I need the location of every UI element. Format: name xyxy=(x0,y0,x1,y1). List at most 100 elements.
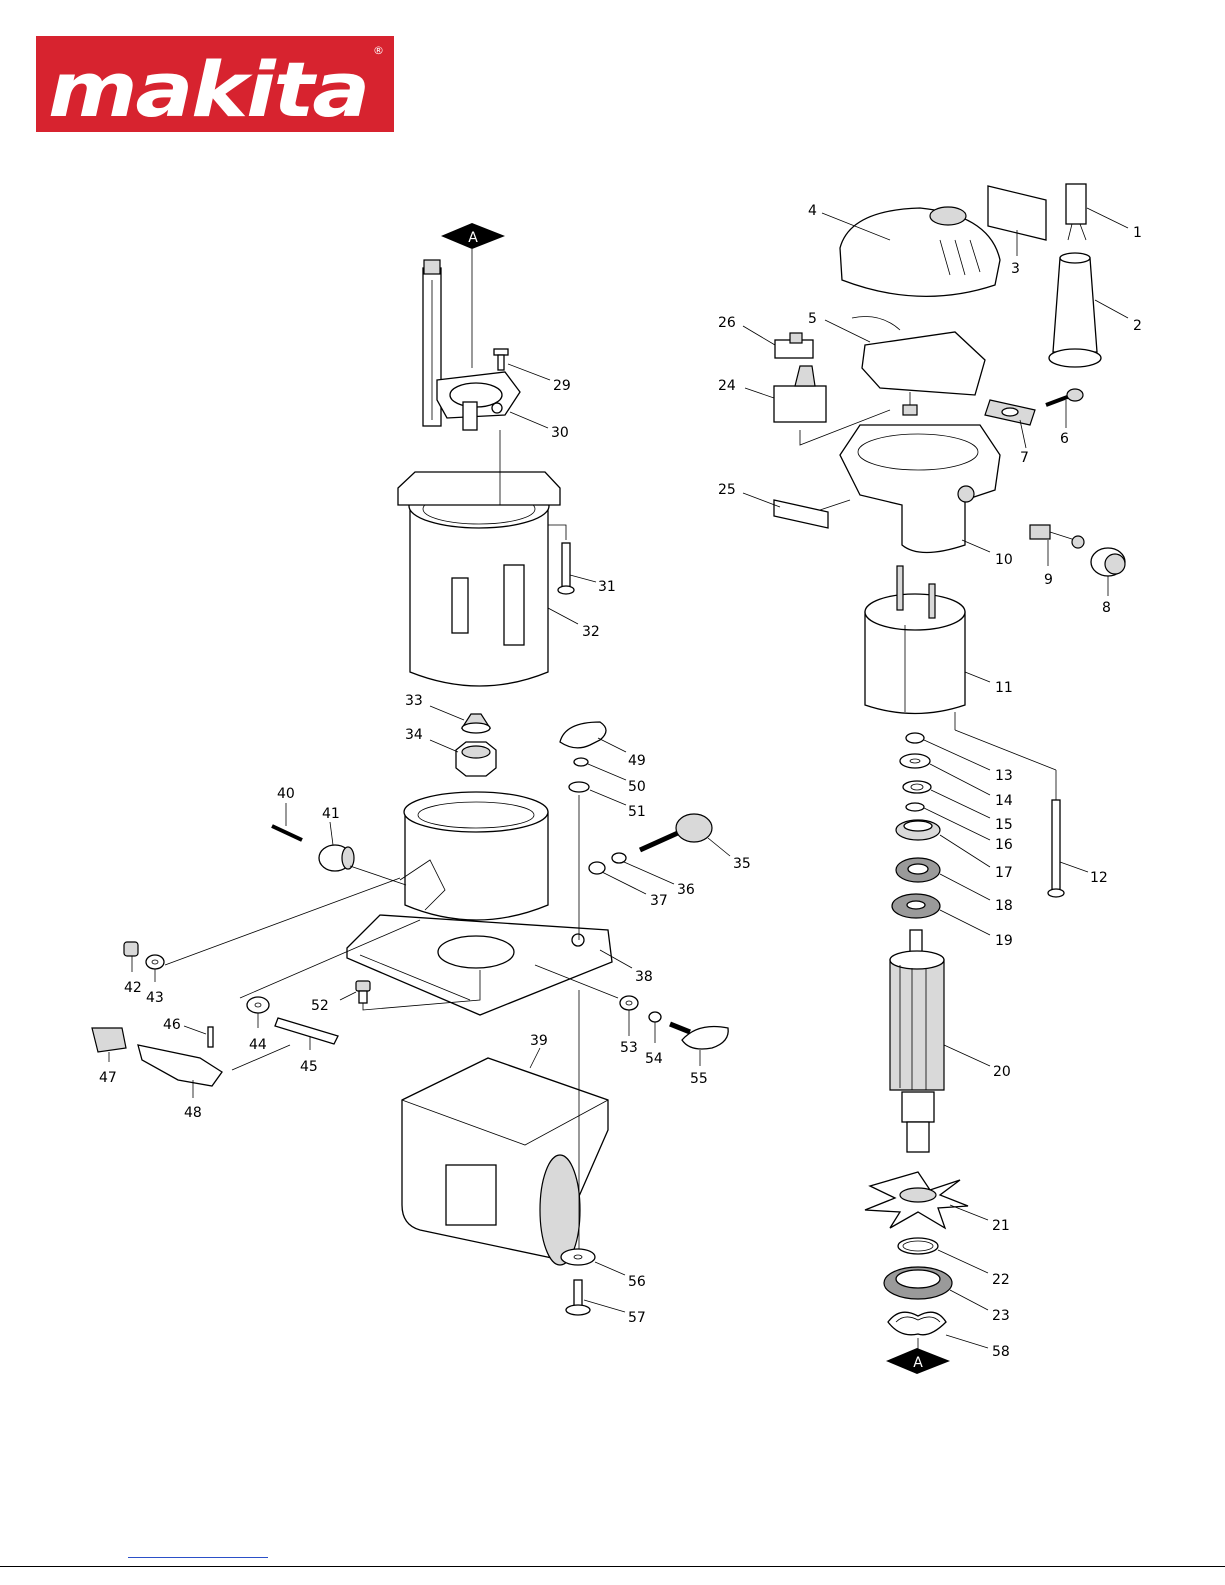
label-55: 55 xyxy=(690,1071,708,1087)
part-48-lever xyxy=(138,1045,222,1086)
part-44-washer xyxy=(247,997,269,1013)
label-36: 36 xyxy=(677,882,695,898)
part-53-washer xyxy=(620,996,638,1010)
label-18: 18 xyxy=(995,898,1013,914)
part-47-cap xyxy=(92,1028,126,1052)
part-38-base xyxy=(347,792,612,1015)
label-53: 53 xyxy=(620,1040,638,1056)
part-7-plate xyxy=(985,400,1035,425)
part-55-wing-bolt xyxy=(670,1024,728,1049)
marker-a-bottom: A xyxy=(886,1348,950,1374)
part-58-rubber-ring xyxy=(888,1312,946,1335)
part-35-knob xyxy=(640,814,712,850)
label-14: 14 xyxy=(995,793,1013,809)
part-31-screw xyxy=(548,510,574,594)
label-19: 19 xyxy=(995,933,1013,949)
label-57: 57 xyxy=(628,1310,646,1326)
part-43-washer xyxy=(146,955,164,969)
label-56: 56 xyxy=(628,1274,646,1290)
label-5: 5 xyxy=(808,311,817,327)
label-30: 30 xyxy=(551,425,569,441)
part-29-screw xyxy=(494,349,508,370)
label-16: 16 xyxy=(995,837,1013,853)
label-44: 44 xyxy=(249,1037,267,1053)
marker-a-bottom-label: A xyxy=(913,1355,923,1371)
label-40: 40 xyxy=(277,786,295,802)
label-54: 54 xyxy=(645,1051,663,1067)
label-52: 52 xyxy=(311,998,329,1014)
label-29: 29 xyxy=(553,378,571,394)
small-washers xyxy=(569,758,626,940)
part-25-label xyxy=(774,500,828,528)
part-10-housing xyxy=(820,425,1000,553)
part-57-screw xyxy=(566,1280,590,1315)
label-38: 38 xyxy=(635,969,653,985)
part-45-shaft xyxy=(275,1018,338,1044)
label-33: 33 xyxy=(405,693,423,709)
label-23: 23 xyxy=(992,1308,1010,1324)
part-9-carbon-brush xyxy=(1030,525,1084,548)
label-24: 24 xyxy=(718,378,736,394)
part-41-sleeve xyxy=(319,845,354,871)
part-54-nut xyxy=(649,1012,661,1022)
part-40-pin xyxy=(272,826,302,840)
label-39: 39 xyxy=(530,1033,548,1049)
label-45: 45 xyxy=(300,1059,318,1075)
part-21-fan xyxy=(865,1172,968,1228)
label-13: 13 xyxy=(995,768,1013,784)
label-20: 20 xyxy=(993,1064,1011,1080)
label-49: 49 xyxy=(628,753,646,769)
part-2-strain-relief xyxy=(1049,253,1101,367)
part-26-terminal xyxy=(775,333,813,358)
part-49-wing-knob xyxy=(560,722,606,748)
footer-link-underline[interactable] xyxy=(128,1557,268,1558)
label-3: 3 xyxy=(1011,261,1020,277)
part-8-brush-cap xyxy=(1091,548,1125,576)
label-43: 43 xyxy=(146,990,164,1006)
label-21: 21 xyxy=(992,1218,1010,1234)
marker-a-top-label: A xyxy=(468,230,478,246)
footer-rule xyxy=(0,1566,1225,1567)
part-42-nut xyxy=(124,942,138,956)
label-48: 48 xyxy=(184,1105,202,1121)
label-41: 41 xyxy=(322,806,340,822)
part-23-bearing xyxy=(884,1267,952,1299)
label-26: 26 xyxy=(718,315,736,331)
part-32-motor-housing xyxy=(398,430,560,686)
label-11: 11 xyxy=(995,680,1013,696)
label-47: 47 xyxy=(99,1070,117,1086)
label-46: 46 xyxy=(163,1017,181,1033)
label-35: 35 xyxy=(733,856,751,872)
part-46-pin xyxy=(208,1027,213,1047)
label-42: 42 xyxy=(124,980,142,996)
part-20-armature xyxy=(890,930,944,1152)
label-58: 58 xyxy=(992,1344,1010,1360)
marker-a-top: A xyxy=(441,223,505,368)
part-6-screw xyxy=(1046,389,1083,405)
label-1: 1 xyxy=(1133,225,1142,241)
label-31: 31 xyxy=(598,579,616,595)
label-22: 22 xyxy=(992,1272,1010,1288)
label-50: 50 xyxy=(628,779,646,795)
part-22-retaining-ring xyxy=(898,1238,938,1254)
part-39-guide xyxy=(402,1058,608,1265)
part-11-field xyxy=(865,566,1056,770)
label-34: 34 xyxy=(405,727,423,743)
bearing-stack xyxy=(892,733,940,918)
part-4-rear-cover xyxy=(840,207,1000,296)
label-6: 6 xyxy=(1060,431,1069,447)
part-5-brush-holder xyxy=(852,317,985,416)
label-10: 10 xyxy=(995,552,1013,568)
part-1-cord-end xyxy=(1066,184,1086,240)
label-9: 9 xyxy=(1044,572,1053,588)
part-34-nut xyxy=(456,742,496,776)
label-25: 25 xyxy=(718,482,736,498)
label-7: 7 xyxy=(1020,450,1029,466)
label-32: 32 xyxy=(582,624,600,640)
label-15: 15 xyxy=(995,817,1013,833)
depth-rod-assembly xyxy=(423,260,520,430)
part-33-collet xyxy=(462,714,490,733)
label-51: 51 xyxy=(628,804,646,820)
label-12: 12 xyxy=(1090,870,1108,886)
